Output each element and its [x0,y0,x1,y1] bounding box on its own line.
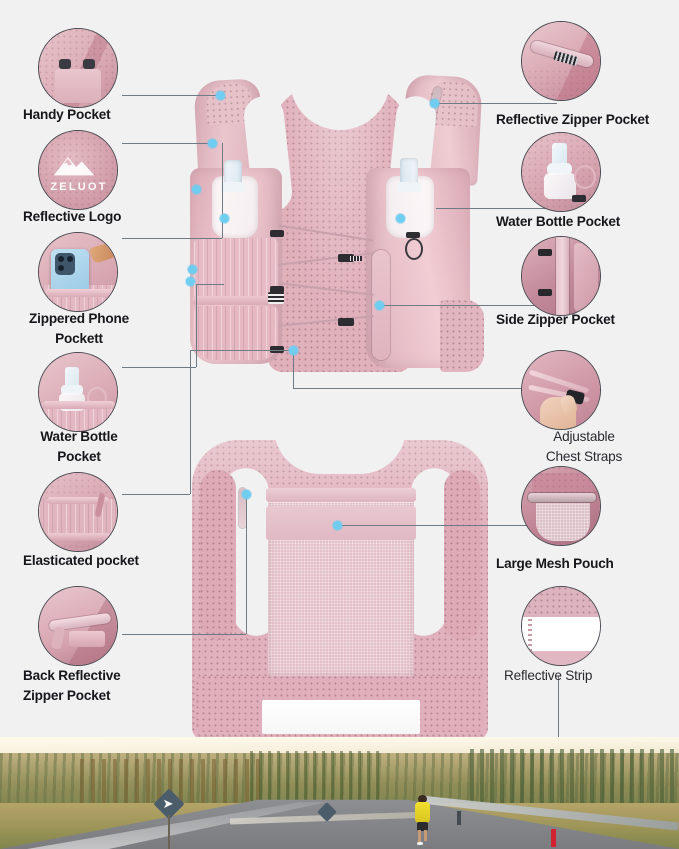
callout-reflective-strip[interactable] [521,586,601,666]
label-handy-pocket: Handy Pocket [23,107,111,122]
label-reflective-strip: Reflective Strip [504,668,593,683]
callout-reflective-zipper-pocket[interactable] [521,21,601,101]
mountain-icon [53,157,95,176]
callout-large-mesh-pouch[interactable] [521,466,601,546]
brand-logo-text: ZELUOT [50,181,108,193]
label-adjustable-chest-straps: Adjustable Chest Straps [545,429,623,464]
callout-back-reflective-zipper-pocket[interactable] [38,586,118,666]
label-reflective-zipper-pocket: Reflective Zipper Pocket [496,112,650,127]
label-large-mesh-pouch: Large Mesh Pouch [496,556,614,571]
product-stage: ZELUOT [23,21,650,753]
callout-water-bottle-pocket-left[interactable] [38,352,118,432]
label-zippered-phone-pocket: Zippered Phone Pockett [29,311,129,346]
hotspot-water-bottle-pocket-left[interactable] [220,214,229,223]
label-side-zipper-pocket: Side Zipper Pocket [496,312,615,327]
callout-adjustable-chest-straps[interactable] [521,350,601,430]
hotspot-large-mesh-pouch[interactable] [333,521,342,530]
label-elasticated-pocket: Elasticated pocket [23,553,139,568]
label-water-bottle-pocket-left: Water Bottle Pocket [40,429,118,464]
hotspot-reflective-zipper-pocket[interactable] [430,99,439,108]
hotspot-water-bottle-pocket-right[interactable] [396,214,405,223]
hotspot-handy-pocket[interactable] [216,91,225,100]
callout-side-zipper-pocket[interactable] [521,236,601,316]
callout-reflective-logo[interactable]: ZELUOT [38,130,118,210]
callout-elasticated-pocket[interactable] [38,472,118,552]
callout-water-bottle-pocket-right[interactable] [521,132,601,212]
callout-zippered-phone-pocket[interactable] [38,232,118,312]
hotspot-reflective-logo[interactable] [208,139,217,148]
runner-on-mountain-road-photo: ➤ [0,737,679,849]
callout-handy-pocket[interactable] [38,28,118,108]
hotspot-adjustable-chest-straps[interactable] [289,346,298,355]
label-reflective-logo: Reflective Logo [23,209,122,224]
label-water-bottle-pocket-right: Water Bottle Pocket [496,214,621,229]
hotspot-side-zipper-pocket[interactable] [375,301,384,310]
label-back-reflective-zipper-pocket: Back Reflective Zipper Pocket [23,668,121,703]
hotspot-back-reflective-zipper-pocket[interactable] [242,490,251,499]
hotspot-left-strap-anchor[interactable] [192,185,201,194]
hotspot-elasticated-pocket[interactable] [186,277,195,286]
hotspot-zippered-phone-pocket[interactable] [188,265,197,274]
